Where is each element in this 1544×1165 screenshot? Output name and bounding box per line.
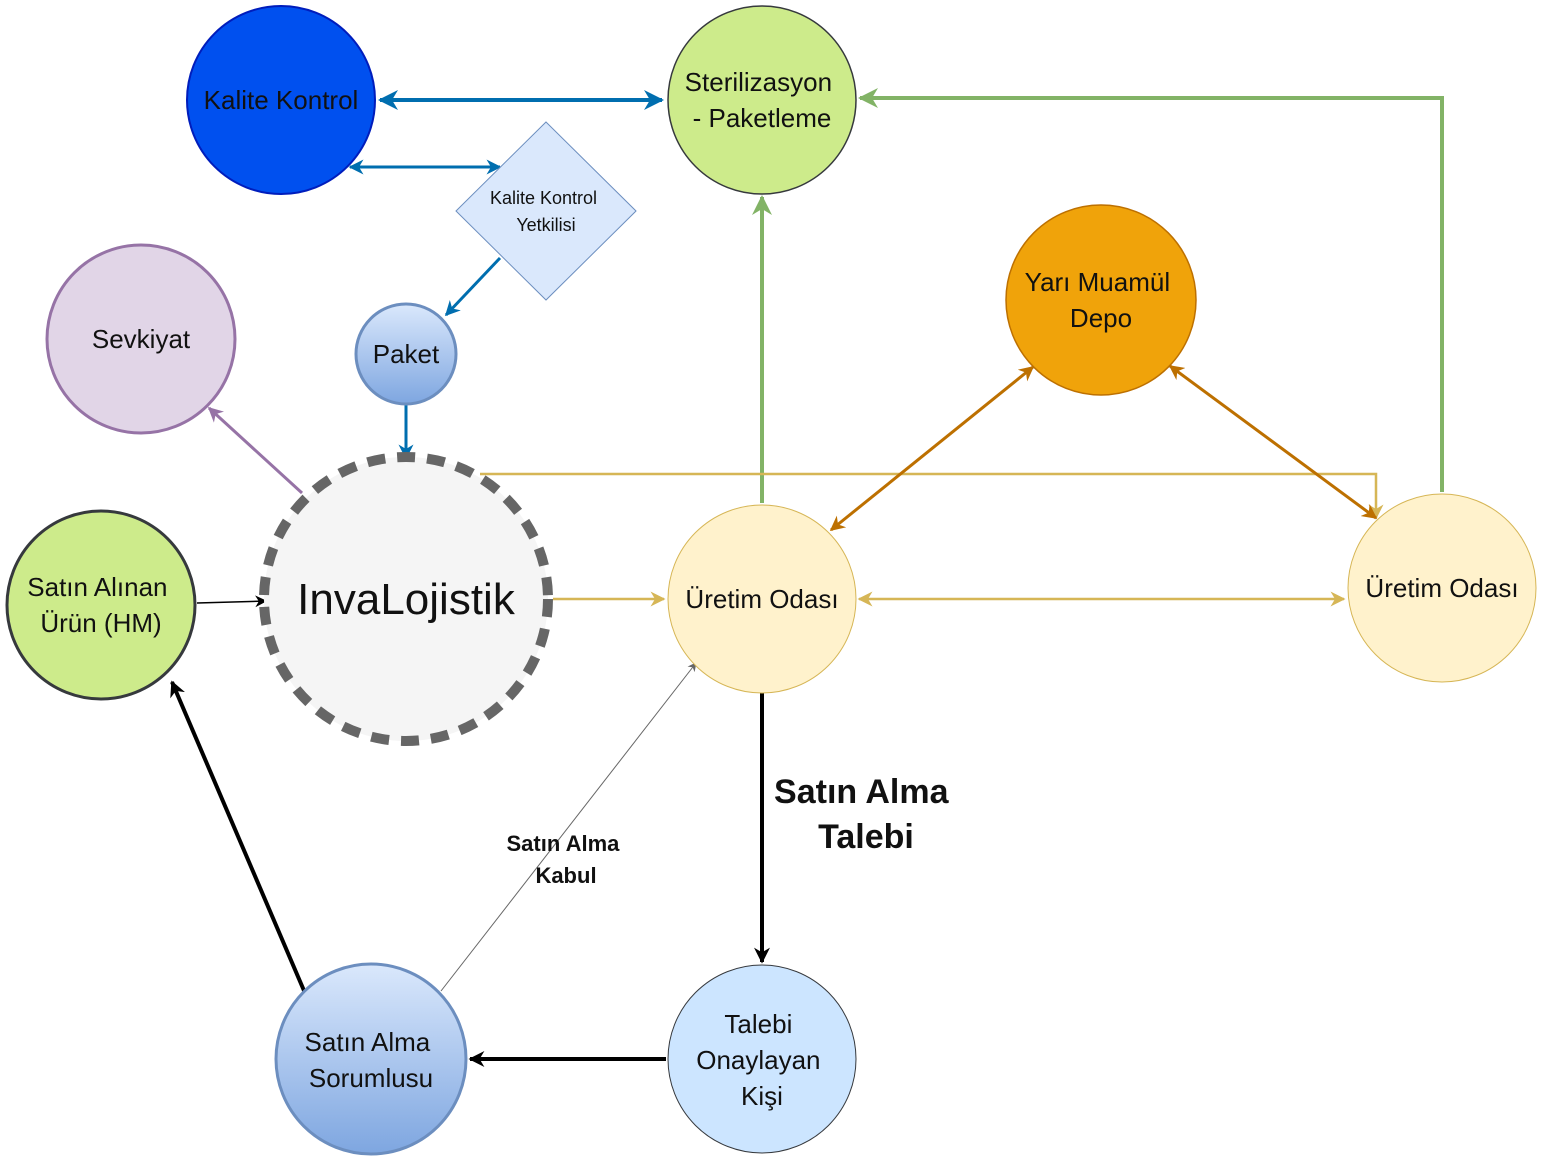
edge-yarimuamul-uretim2 xyxy=(1168,364,1378,520)
edge-yarimuamul-uretim1 xyxy=(829,365,1035,532)
edge-label-satin-alma-talebi: Satın Alma Talebi xyxy=(774,773,958,856)
label-satin-alinan: Satın Alınan Ürün (HM) xyxy=(27,572,174,638)
edge-labels: Satın Alma Talebi Satın Alma Kabul xyxy=(506,773,958,888)
edge-sorumlu-uretim1 xyxy=(440,662,697,992)
edge-yetkili-paket xyxy=(444,256,502,317)
node-sevkiyat[interactable] xyxy=(45,243,237,435)
label-sevkiyat: Sevkiyat xyxy=(92,324,191,354)
label-uretim-odasi-2: Üretim Odası xyxy=(1365,573,1518,603)
label-satin-alma-sorumlusu: Satın Alma Sorumlusu xyxy=(305,1027,438,1093)
edge-sorumlu-satinalinan xyxy=(170,680,307,994)
label-kalite-yetkilisi: Kalite Kontrol Yetkilisi xyxy=(490,188,602,235)
node-uretim-odasi-1[interactable] xyxy=(667,504,857,694)
label-kalite-kontrol: Kalite Kontrol xyxy=(204,85,359,115)
nodes xyxy=(5,5,1537,1156)
edge-invalojistik-uretim2 xyxy=(480,472,1384,520)
label-sterilizasyon: Sterilizasyon - Paketleme xyxy=(685,67,840,133)
edges xyxy=(170,88,1444,1067)
node-satin-alinan-urun[interactable] xyxy=(5,509,197,701)
label-yari-muamul: Yarı Muamül Depo xyxy=(1025,267,1178,333)
node-kalite-kontrol-yetkilisi[interactable] xyxy=(455,121,637,301)
edge-invalojistik-sevkiyat xyxy=(207,406,304,495)
node-labels: Kalite Kontrol Sterilizasyon - Paketleme… xyxy=(27,67,1518,1111)
node-paket[interactable] xyxy=(354,302,458,406)
node-satin-alma-sorumlusu[interactable] xyxy=(274,962,468,1156)
node-kalite-kontrol[interactable] xyxy=(186,5,376,195)
node-sterilizasyon-paketleme[interactable] xyxy=(667,5,857,195)
label-talebi-onaylayan: Talebi Onaylayan Kişi xyxy=(696,1009,828,1111)
edge-satinalinan-invalojistik xyxy=(196,595,268,608)
edge-uretim2-sterilizasyon xyxy=(858,88,1444,492)
label-paket: Paket xyxy=(373,339,440,369)
edge-label-satin-alma-kabul: Satın Alma Kabul xyxy=(506,831,625,888)
node-uretim-odasi-2[interactable] xyxy=(1347,493,1537,683)
label-uretim-odasi-1: Üretim Odası xyxy=(685,584,838,614)
node-yari-muamul-depo[interactable] xyxy=(1005,204,1197,396)
label-invalojistik: InvaLojistik xyxy=(297,575,516,624)
node-talebi-onaylayan-kisi[interactable] xyxy=(667,964,857,1154)
node-invalojistik[interactable] xyxy=(259,452,553,746)
